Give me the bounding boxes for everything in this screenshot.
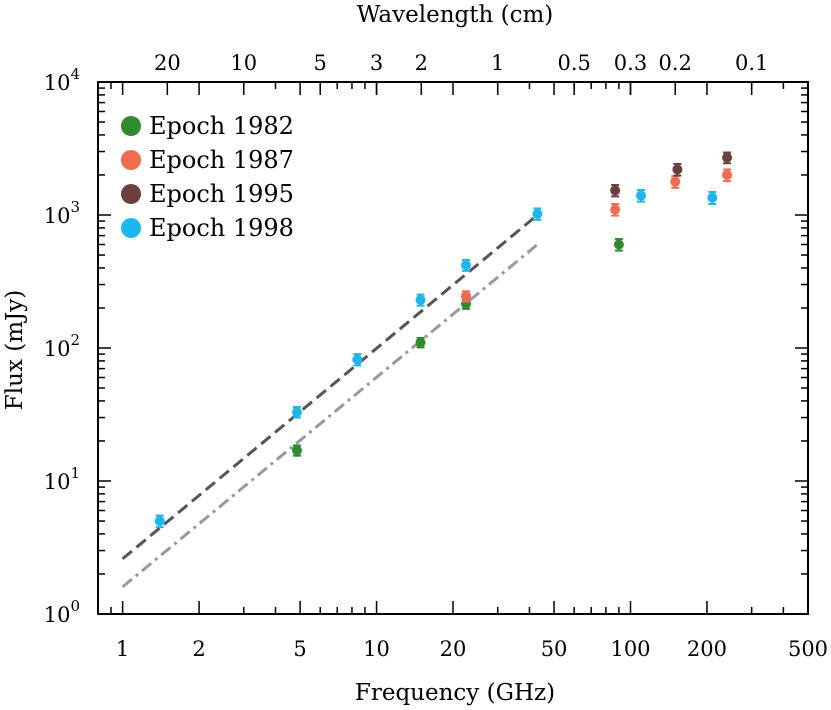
top-tick-label: 0.1 xyxy=(735,51,768,75)
data-point xyxy=(415,337,426,348)
top-tick-label: 0.3 xyxy=(614,51,647,75)
data-point xyxy=(154,516,165,527)
legend-label: Epoch 1987 xyxy=(149,146,294,174)
top-tick-label: 5 xyxy=(314,51,327,75)
data-points xyxy=(154,151,733,529)
y-tick-label: 101 xyxy=(44,464,80,494)
y-axis-title: Flux (mJy) xyxy=(2,290,28,410)
y-tick-label: 104 xyxy=(44,65,80,95)
top-tick-label: 0.5 xyxy=(557,51,590,75)
data-point xyxy=(415,294,426,305)
top-tick-label: 20 xyxy=(154,51,181,75)
data-point xyxy=(707,192,718,203)
data-point xyxy=(722,152,733,163)
legend-label: Epoch 1982 xyxy=(149,112,294,140)
data-point xyxy=(722,169,733,180)
legend-marker xyxy=(121,184,141,204)
legend-label: Epoch 1995 xyxy=(149,180,294,208)
series-1 xyxy=(291,238,624,457)
data-point xyxy=(613,239,624,250)
fit-line-dashed xyxy=(121,213,539,560)
axis-ticks xyxy=(97,81,809,615)
x-tick-label: 10 xyxy=(363,637,390,661)
x-axis-title: Frequency (GHz) xyxy=(355,680,555,706)
data-point xyxy=(460,291,471,302)
y-tick-label: 103 xyxy=(44,198,80,228)
data-point xyxy=(291,445,302,456)
data-point xyxy=(291,407,302,418)
y-tick-label: 100 xyxy=(44,597,80,627)
fit-lines xyxy=(121,213,539,589)
top-axis-title: Wavelength (cm) xyxy=(357,2,553,28)
legend-marker xyxy=(121,150,141,170)
legend-marker xyxy=(121,116,141,136)
top-tick-label: 3 xyxy=(370,51,383,75)
fit-line-dashdot xyxy=(121,243,539,589)
tick-labels: 1 2 5 10 20 50 100 200 500 20 10 5 3 2 1 0.5 0.3 0.2 0.1 10… xyxy=(44,51,828,661)
data-point xyxy=(610,204,621,215)
x-tick-label: 100 xyxy=(610,637,650,661)
data-point xyxy=(610,185,621,196)
x-tick-label: 50 xyxy=(541,637,568,661)
x-tick-label: 200 xyxy=(687,637,727,661)
top-tick-label: 10 xyxy=(230,51,257,75)
x-tick-label: 20 xyxy=(440,637,467,661)
legend-marker xyxy=(121,218,141,238)
x-tick-label: 500 xyxy=(788,637,828,661)
data-point xyxy=(532,208,543,219)
x-tick-label: 5 xyxy=(293,637,306,661)
x-tick-label: 2 xyxy=(192,637,205,661)
series-3 xyxy=(610,151,733,198)
series-4 xyxy=(154,189,718,529)
data-point xyxy=(636,190,647,201)
top-tick-label: 1 xyxy=(491,51,504,75)
data-point xyxy=(352,354,363,365)
x-tick-label: 1 xyxy=(116,637,129,661)
y-tick-label: 102 xyxy=(44,331,80,361)
data-point xyxy=(670,176,681,187)
top-tick-label: 2 xyxy=(415,51,428,75)
legend-label: Epoch 1998 xyxy=(149,214,294,242)
series-2 xyxy=(460,168,733,303)
data-point xyxy=(672,164,683,175)
data-point xyxy=(460,260,471,271)
top-tick-label: 0.2 xyxy=(659,51,692,75)
